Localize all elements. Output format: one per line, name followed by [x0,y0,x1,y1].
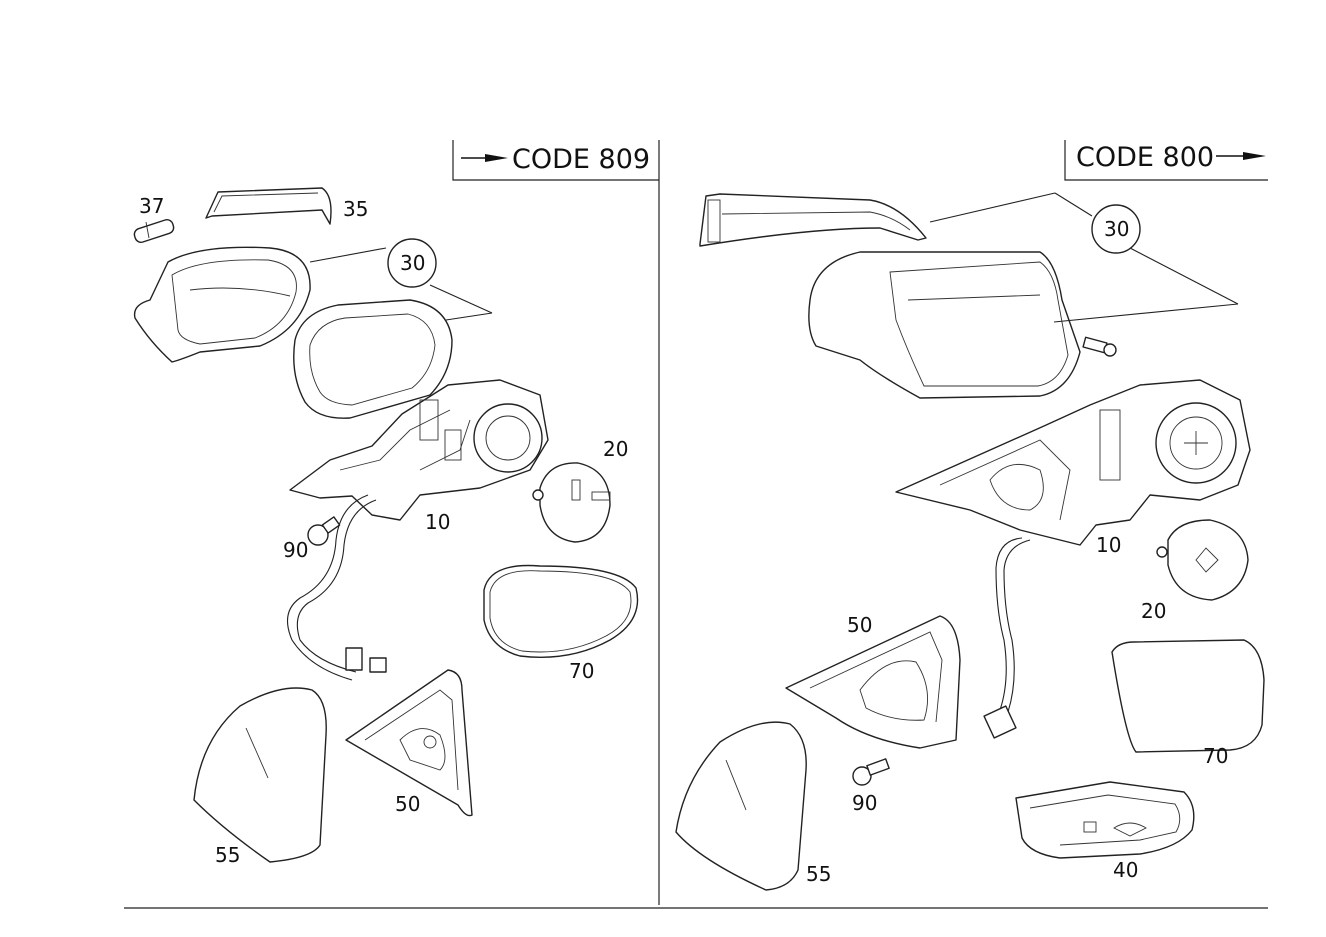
part-10-motor-assembly [895,379,1251,546]
label-90: 90 [852,791,877,815]
label-30: 30 [1104,217,1129,241]
code-800-box [1064,140,1268,181]
label-55: 55 [806,862,831,886]
label-10: 10 [1096,533,1121,557]
label-35: 35 [343,197,368,221]
part-20-actuator [532,462,611,543]
label-30: 30 [400,251,425,275]
label-40: 40 [1113,858,1138,882]
leader-30-right [929,192,1056,223]
part-70-mirror-glass [1111,639,1265,753]
callout-30-circle-right [1091,204,1141,254]
part-35-indicator-lens [205,187,332,225]
label-70: 70 [569,659,594,683]
part-55-cap [193,687,327,863]
label-50: 50 [847,613,872,637]
part-20-actuator [1156,519,1249,601]
part-30-mirror-housing [293,299,453,419]
label-55: 55 [215,843,240,867]
arrow-right-icon [461,154,508,162]
part-30-mirror-cap [808,251,1081,399]
part-10-cable [983,537,1031,739]
label-10: 10 [425,510,450,534]
part-30-mirror-cover-outer [133,246,311,363]
label-20: 20 [1141,599,1166,623]
part-37-bulb [133,219,175,243]
part-70-mirror-glass [483,564,639,658]
part-50-inner-cover [345,669,473,817]
part-90-screw [852,758,890,786]
panel-code-800: CODE 800 [675,140,1268,891]
leader-30 [309,247,387,263]
label-70: 70 [1203,744,1228,768]
code-800-label: CODE 800 [1076,142,1214,173]
label-20: 20 [603,437,628,461]
part-50-inner-cover [785,615,961,749]
label-37: 37 [139,194,164,218]
part-30-indicator-strip [699,193,927,247]
part-screw-cap [1082,336,1117,357]
part-90-screw [307,516,341,546]
part-55-cap [675,721,807,891]
part-40-lower-housing [1015,781,1195,859]
code-809-box [452,140,659,181]
label-50: 50 [395,792,420,816]
callout-30-circle [387,238,437,288]
code-809-label: CODE 809 [512,144,650,175]
part-10-motor-assembly [289,379,549,521]
arrow-right-icon [1216,152,1266,160]
panel-code-809: CODE 809 [133,140,659,867]
label-90: 90 [283,538,308,562]
